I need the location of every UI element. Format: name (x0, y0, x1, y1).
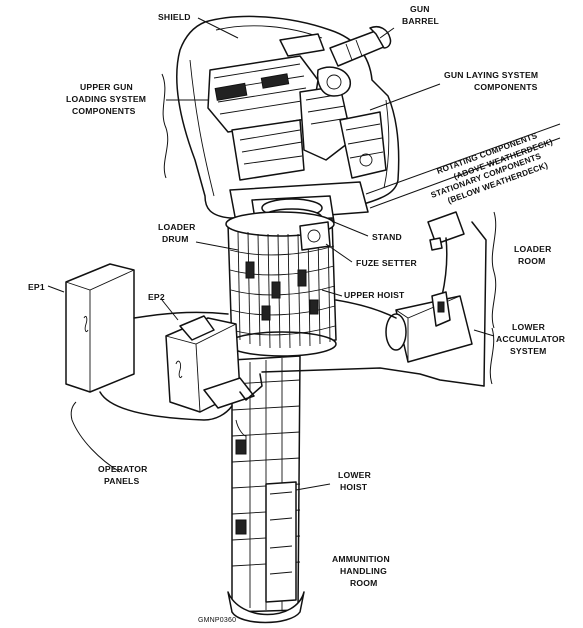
label-gun-laying-2: COMPONENTS (474, 82, 538, 92)
lower-accumulator (385, 211, 473, 363)
label-loader-drum-1: LOADER (158, 222, 196, 232)
label-upper-gun-3: COMPONENTS (72, 106, 136, 116)
label-upper-gun-2: LOADING SYSTEM (66, 94, 146, 104)
label-ep1: EP1 (28, 282, 45, 292)
label-lower-hoist-1: LOWER (338, 470, 372, 480)
gun-laying-components (339, 111, 387, 179)
label-ammo-1: AMMUNITION (332, 554, 390, 564)
label-ammo-2: HANDLING (340, 566, 387, 576)
label-gun-barrel-2: BARREL (402, 16, 439, 26)
figure-id: GMNP0360 (198, 617, 236, 624)
fuze-setter (299, 221, 331, 251)
loader-drum (225, 211, 337, 357)
label-operator-2: PANELS (104, 476, 139, 486)
label-gun-laying-1: GUN LAYING SYSTEM (444, 70, 538, 80)
label-ammo-3: ROOM (350, 578, 378, 588)
label-ep2: EP2 (148, 292, 165, 302)
label-upper-hoist: UPPER HOIST (344, 290, 405, 300)
label-loader-drum-2: DRUM (162, 234, 189, 244)
label-lower-acc-3: SYSTEM (510, 346, 547, 356)
label-shield: SHIELD (158, 12, 191, 22)
lower-hoist (227, 355, 305, 624)
label-loader-room-1: LOADER (514, 244, 552, 254)
label-operator-1: OPERATOR (98, 464, 148, 474)
label-lower-acc-1: LOWER (512, 322, 546, 332)
leader-lines (47, 17, 561, 491)
label-upper-gun-1: UPPER GUN (80, 82, 133, 92)
label-lower-hoist-2: HOIST (340, 482, 368, 492)
label-fuze-setter: FUZE SETTER (356, 258, 418, 268)
upper-loading-components (207, 33, 353, 181)
label-stand: STAND (372, 232, 402, 242)
cables (99, 221, 487, 440)
label-lower-acc-2: ACCUMULATOR (496, 334, 566, 344)
label-gun-barrel-1: GUN (410, 4, 430, 14)
ep1-cabinet (65, 263, 135, 393)
label-loader-room-2: ROOM (518, 256, 546, 266)
ep2-console (165, 315, 255, 413)
